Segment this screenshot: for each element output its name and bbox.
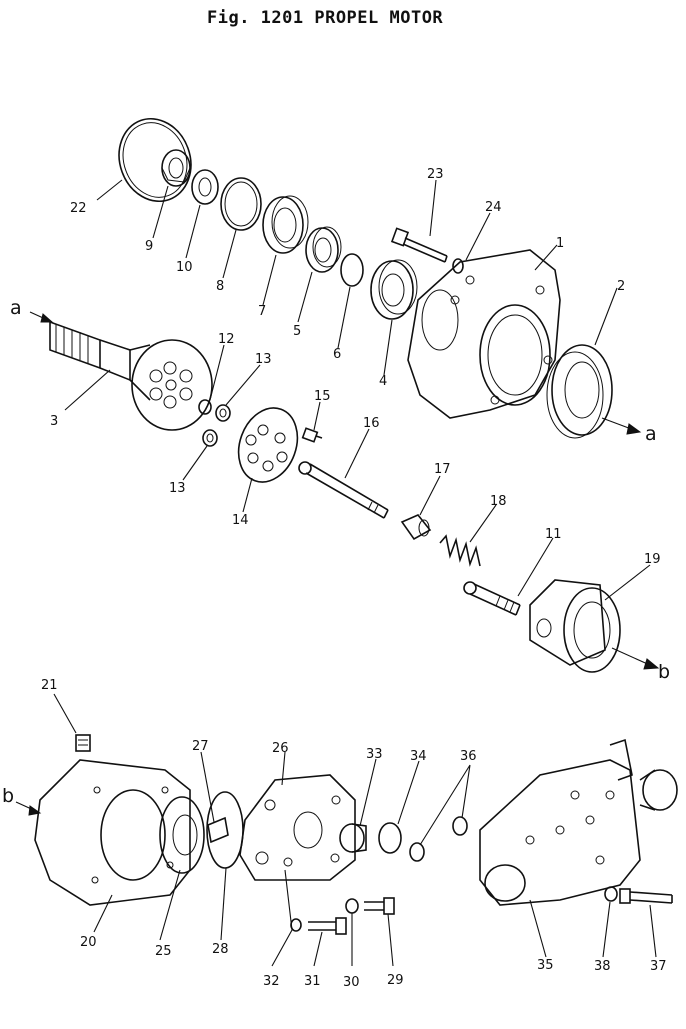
part-35-valve-block [479, 738, 678, 906]
figure-title: Fig. 1201 PROPEL MOTOR [207, 8, 443, 28]
part-1-housing [407, 249, 561, 419]
part-17-collar [400, 514, 432, 541]
label-16: 16 [363, 416, 380, 431]
part-9-nut [161, 149, 191, 187]
label-1: 1 [556, 236, 564, 251]
label-10: 10 [176, 260, 193, 275]
label-12: 12 [218, 332, 235, 347]
label-17: 17 [434, 462, 451, 477]
label-7: 7 [258, 304, 266, 319]
part-20-cover [34, 759, 191, 906]
part-6-o-ring [340, 253, 364, 287]
part-15-screw [301, 427, 323, 443]
part-23-bolt [390, 227, 448, 263]
label-30: 30 [343, 975, 360, 990]
part-4-bearing [370, 259, 418, 320]
part-11-spool [463, 581, 521, 616]
label-15: 15 [314, 389, 331, 404]
part-36-o-ring-a [409, 842, 425, 862]
ref-label-b-right: b [658, 661, 670, 683]
label-37: 37 [650, 959, 667, 974]
label-24: 24 [485, 200, 502, 215]
ref-arrow-b-in [15, 801, 42, 816]
label-5: 5 [293, 324, 301, 339]
label-2: 2 [617, 279, 625, 294]
part-19-cylinder [529, 579, 621, 673]
ref-label-a-left: a [10, 297, 22, 319]
part-22-snap-ring [118, 117, 192, 203]
part-13-ring-lower [202, 429, 218, 447]
leader-lines [53, 179, 657, 967]
part-27-pin [207, 816, 229, 844]
label-29: 29 [387, 973, 404, 988]
label-26: 26 [272, 741, 289, 756]
label-3: 3 [50, 414, 58, 429]
label-13-upper: 13 [255, 352, 272, 367]
ref-label-b-left: b [2, 785, 14, 807]
part-33-fitting [339, 823, 367, 853]
part-26-valve-body [239, 774, 356, 881]
label-4: 4 [379, 374, 387, 389]
label-33: 33 [366, 747, 383, 762]
label-20: 20 [80, 935, 97, 950]
label-27: 27 [192, 739, 209, 754]
part-8-snap-ring [220, 177, 262, 231]
part-7-bearing [262, 195, 309, 254]
part-21-plug [75, 734, 91, 752]
label-38: 38 [594, 959, 611, 974]
label-13-lower: 13 [169, 481, 186, 496]
label-35: 35 [537, 958, 554, 973]
label-25: 25 [155, 944, 172, 959]
part-10-lock-washer [191, 169, 219, 205]
part-12-piston [198, 399, 212, 415]
part-29-bolt [364, 897, 395, 915]
part-34-o-ring [378, 822, 402, 854]
part-32-washer [290, 918, 302, 932]
ref-arrow-b-out [611, 647, 660, 670]
label-14: 14 [232, 513, 249, 528]
part-16-rod [298, 461, 389, 519]
part-38-washer [604, 886, 618, 902]
label-23: 23 [427, 167, 444, 182]
ref-label-a-right: a [645, 423, 657, 445]
part-5-seal [305, 226, 342, 273]
part-31-bolt [308, 917, 347, 935]
label-21: 21 [41, 678, 58, 693]
label-22: 22 [70, 201, 87, 216]
part-13-ring-upper [215, 404, 231, 422]
ref-arrow-a-out [601, 417, 642, 435]
part-18-spring [439, 534, 481, 567]
label-36: 36 [460, 749, 477, 764]
label-18: 18 [490, 494, 507, 509]
label-8: 8 [216, 279, 224, 294]
label-31: 31 [304, 974, 321, 989]
label-32: 32 [263, 974, 280, 989]
part-30-washer [345, 898, 359, 914]
label-28: 28 [212, 942, 229, 957]
part-2-bearing [546, 344, 613, 439]
part-3-shaft [49, 320, 213, 431]
part-25-valve-plate [159, 796, 205, 874]
part-37-bolt [619, 888, 673, 904]
label-11: 11 [545, 527, 562, 542]
part-14-retainer-plate [237, 407, 299, 483]
label-19: 19 [644, 552, 661, 567]
label-6: 6 [333, 347, 341, 362]
label-34: 34 [410, 749, 427, 764]
part-28-o-ring [206, 791, 244, 869]
ref-arrow-a-in [29, 311, 54, 323]
part-24-washer [452, 258, 464, 274]
label-9: 9 [145, 239, 153, 254]
part-36-o-ring-b [452, 816, 468, 836]
